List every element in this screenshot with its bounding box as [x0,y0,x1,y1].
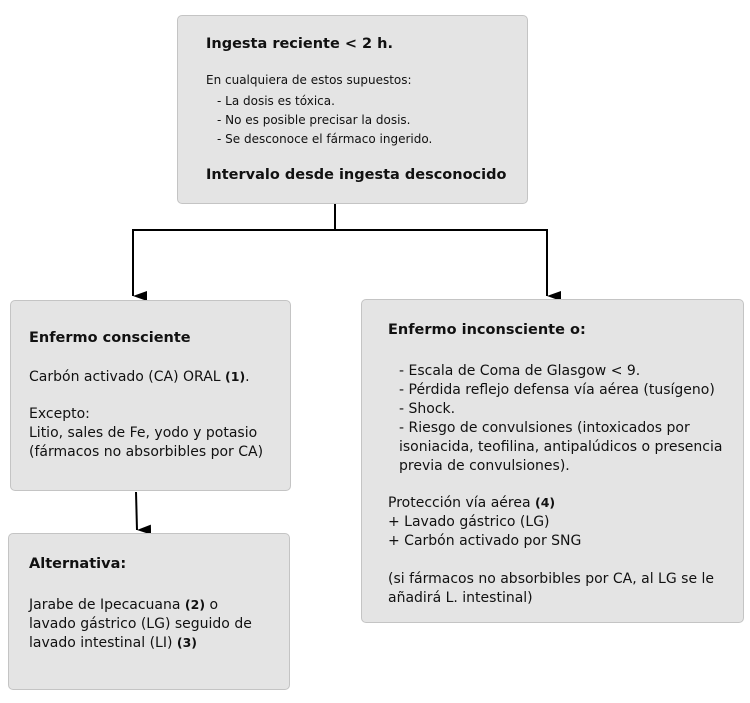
connector-top-right [335,229,561,301]
criteria-line: - Escala de Coma de Glasgow < 9. [399,363,641,379]
treatment-step: + Lavado gástrico (LG) [388,514,550,530]
alternative-box: Alternativa: Jarabe de Ipecacuana (2) o … [8,533,290,690]
alternative-line: lavado intestinal (LI) (3) [29,634,197,652]
exception-line: Litio, sales de Fe, yodo y potasio [29,425,258,441]
criteria-line: isoniacida, teofilina, antipalúdicos o p… [399,439,723,455]
ipecac-text: Jarabe de Ipecacuana [29,597,185,613]
activated-charcoal-line: Carbón activado (CA) ORAL (1). [29,368,250,386]
activated-charcoal-end: . [245,369,250,385]
recent-ingestion-title: Ingesta reciente < 2 h. [206,36,394,52]
assumption-item: - La dosis es tóxica. [217,94,335,108]
note-line: (si fármacos no absorbibles por CA, al L… [388,571,715,587]
reference-1: (1) [225,369,246,384]
assumption-item: - Se desconoce el fármaco ingerido. [217,132,433,146]
connector-top-split [132,204,336,301]
treatment-step: + Carbón activado por SNG [388,533,582,549]
unconscious-patient-box: Enfermo inconsciente o: - Escala de Coma… [361,299,744,623]
unconscious-patient-title: Enfermo inconsciente o: [388,322,586,338]
alternative-title: Alternativa: [29,556,127,572]
exception-title: Excepto: [29,406,90,422]
exception-line: (fármacos no absorbibles por CA) [29,444,264,460]
reference-2: (2) [184,597,206,612]
unknown-interval-label: Intervalo desde ingesta desconocido [206,167,507,183]
recent-ingestion-box: Ingesta reciente < 2 h. En cualquiera de… [177,15,528,204]
conscious-patient-title: Enfermo consciente [29,330,191,346]
connector-conscious-alternative [135,491,152,535]
activated-charcoal-text: Carbón activado (CA) ORAL [29,369,226,385]
airway-protection-line: Protección vía aérea (4) [388,494,555,512]
conscious-patient-box: Enfermo consciente Carbón activado (CA) … [10,300,291,491]
alternative-line-end: o [205,597,219,613]
criteria-line: - Shock. [399,401,456,417]
airway-protection-text: Protección vía aérea [388,495,535,511]
assumption-item: - No es posible precisar la dosis. [217,113,411,127]
reference-4: (4) [534,495,556,510]
note-line: añadirá L. intestinal) [388,590,533,606]
criteria-line: - Riesgo de convulsiones (intoxicados po… [399,420,690,436]
criteria-line: - Pérdida reflejo defensa vía aérea (tus… [399,382,715,398]
criteria-line: previa de convulsiones). [399,458,570,474]
assumptions-intro: En cualquiera de estos supuestos: [206,73,412,87]
alternative-line: lavado gástrico (LG) seguido de [29,616,252,632]
alternative-line: Jarabe de Ipecacuana (2) o [29,596,218,614]
reference-3: (3) [176,635,197,650]
intestinal-lavage-text: lavado intestinal (LI) [29,635,177,651]
